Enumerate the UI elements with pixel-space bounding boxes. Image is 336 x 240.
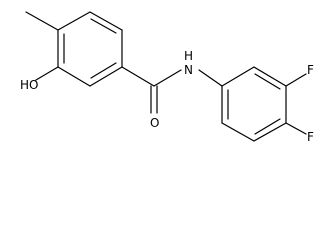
right-benzene-ring [221, 66, 287, 142]
structure-diagram: HO H N O F F [20, 11, 314, 144]
bond [221, 122, 255, 142]
fluorine-label-4: F [307, 130, 314, 144]
double-bond-inner [90, 62, 117, 79]
amide-bond [153, 69, 182, 87]
hydroxyl-label: HO [20, 78, 38, 92]
fluorine-label-3: F [307, 63, 314, 77]
double-bond-inner [254, 118, 281, 135]
left-benzene-ring [57, 11, 123, 87]
fluorine-bond [285, 73, 307, 87]
double-bond-inner [90, 18, 117, 34]
n-aryl-bond [198, 69, 223, 87]
bond [253, 66, 287, 87]
methyl-bond [25, 11, 59, 31]
bond [57, 11, 91, 31]
double-bond-inner [254, 73, 281, 90]
aryl-carbonyl-bond [121, 66, 155, 87]
bond [253, 122, 287, 142]
fluorine-bond [285, 122, 307, 135]
amide-nitrogen-label: N [184, 63, 193, 77]
carbonyl-oxygen-label: O [150, 116, 159, 130]
bond [89, 11, 123, 31]
bond [57, 66, 91, 87]
hydroxyl-bond [35, 66, 59, 81]
bond [221, 66, 255, 87]
amide-hydrogen-label: H [184, 49, 193, 63]
bond [89, 66, 123, 87]
